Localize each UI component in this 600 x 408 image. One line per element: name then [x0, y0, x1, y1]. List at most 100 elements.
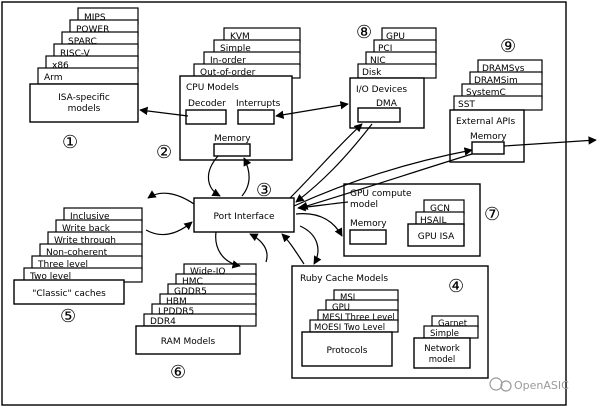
ram-card-label: LPDDR5 [158, 307, 194, 317]
cache-card-label: Non-coherent [46, 248, 108, 258]
isa-card-label: x86 [52, 61, 69, 71]
arrow-port-to-ram [215, 231, 241, 269]
isa-card-label: Arm [44, 73, 62, 83]
cpu-card-label: Out-of-order [200, 68, 256, 78]
network-model-title-line: Network [424, 344, 460, 354]
number-2: ② [156, 142, 172, 163]
io-card-label: PCI [378, 44, 392, 54]
cache-card-label: Write through [54, 236, 116, 246]
isa-card-label: RISC-V [60, 49, 91, 59]
isa-stack: MIPS POWER SPARC RISC-V x86 Arm ISA-spec… [29, 7, 139, 153]
interrupts-label: Interrupts [236, 99, 281, 109]
gpu-memory-label: Memory [350, 219, 387, 229]
isa-card-label: MIPS [84, 13, 106, 23]
arrow-port-to-external [293, 147, 473, 207]
arrow-port-to-cpu [241, 157, 252, 197]
protocol-card-label: MSI [340, 293, 355, 303]
watermark-logo-icon [500, 380, 512, 392]
cpu-stack: KVM Simple In-order Out-of-order CPU Mod… [156, 27, 301, 163]
cpu-card-label: Simple [220, 44, 251, 54]
number-7: ⑦ [484, 204, 500, 225]
decoder-label: Decoder [188, 99, 226, 109]
classic-caches-title: "Classic" caches [32, 289, 106, 299]
cache-card-label: Three level [37, 260, 88, 270]
gpu-isa-box [407, 223, 465, 247]
network-model-title-line: model [429, 355, 455, 365]
io-card-label: Disk [362, 68, 382, 78]
arrow-external-to-port [299, 153, 473, 210]
ext-card-label: DRAMSys [482, 64, 525, 74]
external-stack: ⑨ DRAMSys DRAMSim SystemC SST External A… [449, 36, 543, 163]
io-devices-title: I/O Devices [356, 85, 407, 95]
protocol-card-label: MESI Three Level [322, 313, 395, 323]
decoder-box [185, 109, 227, 125]
arrow-external-exit [503, 136, 597, 147]
gpu-isa-label: GPU ISA [418, 232, 455, 242]
gpu-compute-title-line: GPU compute [350, 189, 412, 199]
watermark: OpenASIC [489, 377, 569, 392]
number-5: ⑤ [60, 306, 76, 327]
dma-label: DMA [376, 99, 398, 109]
protocol-card-label: GPU [332, 303, 350, 313]
ram-card-label: Wide-IO [190, 267, 225, 277]
ram-card-label: DDR4 [150, 317, 176, 327]
cpu-card-label: In-order [210, 56, 246, 66]
port-interface-label: Port Interface [214, 212, 275, 222]
ext-card-label: DRAMSim [474, 76, 518, 86]
number-8: ⑧ [356, 22, 372, 43]
io-card-label: GPU [386, 32, 405, 42]
arrow-port-to-gpu [295, 213, 343, 237]
isa-card-label: SPARC [68, 37, 97, 47]
number-3: ③ [256, 180, 272, 201]
protocols-title: Protocols [327, 346, 368, 356]
arrow-ram-to-port [249, 233, 268, 263]
caches-stack: Inclusive Write back Write through Non-c… [13, 207, 143, 327]
number-9: ⑨ [500, 36, 516, 57]
arrow-gpu-to-port [297, 201, 349, 212]
number-4: ④ [448, 276, 464, 297]
cpu-memory-label: Memory [214, 134, 251, 144]
io-card-label: NIC [370, 56, 386, 66]
isa-models-box [29, 83, 139, 123]
arrow-dma-to-port [295, 123, 373, 203]
ram-card-label: HBM [166, 297, 187, 307]
gpu-card-label: GCN [430, 204, 450, 214]
network-card-label: Simple [430, 329, 459, 339]
isa-models-title-line: ISA-specific [58, 93, 110, 103]
ram-card-label: GDDR5 [174, 287, 207, 297]
network-model-box [413, 337, 471, 369]
cpu-memory-box [213, 143, 251, 157]
interrupts-box [237, 109, 275, 125]
gpu-compute-title-line: model [350, 200, 378, 210]
external-apis-title: External APIs [456, 117, 515, 127]
io-stack: ⑧ GPU PCI NIC Disk I/O Devices DMA [349, 22, 437, 129]
arrow-ruby-to-port [281, 233, 305, 265]
arrow-port-to-caches [147, 190, 195, 205]
protocols-box [301, 331, 393, 367]
ram-models-title: RAM Models [161, 337, 216, 347]
cpu-card-label: KVM [230, 32, 250, 42]
ram-models-box [135, 325, 241, 355]
cache-card-label: Write back [62, 224, 111, 234]
ext-card-label: SystemC [466, 88, 506, 98]
cpu-models-title: CPU Models [186, 83, 239, 93]
watermark-text: OpenASIC [514, 379, 569, 392]
arrow-caches-to-port [145, 221, 193, 236]
arrow-port-to-dma [289, 123, 363, 199]
gpu-card-label: HSAIL [420, 216, 446, 226]
arrow-decoder-isa [139, 106, 189, 117]
cache-card-label: Inclusive [70, 212, 110, 222]
connectors [139, 101, 597, 269]
isa-card-label: POWER [76, 25, 109, 35]
ruby-title: Ruby Cache Models [300, 274, 388, 284]
dma-box [357, 107, 401, 123]
gpu-memory-box [349, 229, 387, 245]
ruby-group: Ruby Cache Models ④ MSI GPU MESI Three L… [291, 265, 489, 379]
arrow-cpu-to-port [207, 155, 221, 197]
ram-card-label: HMC [182, 277, 203, 287]
number-6: ⑥ [170, 362, 186, 383]
port-interface-box [193, 197, 295, 233]
